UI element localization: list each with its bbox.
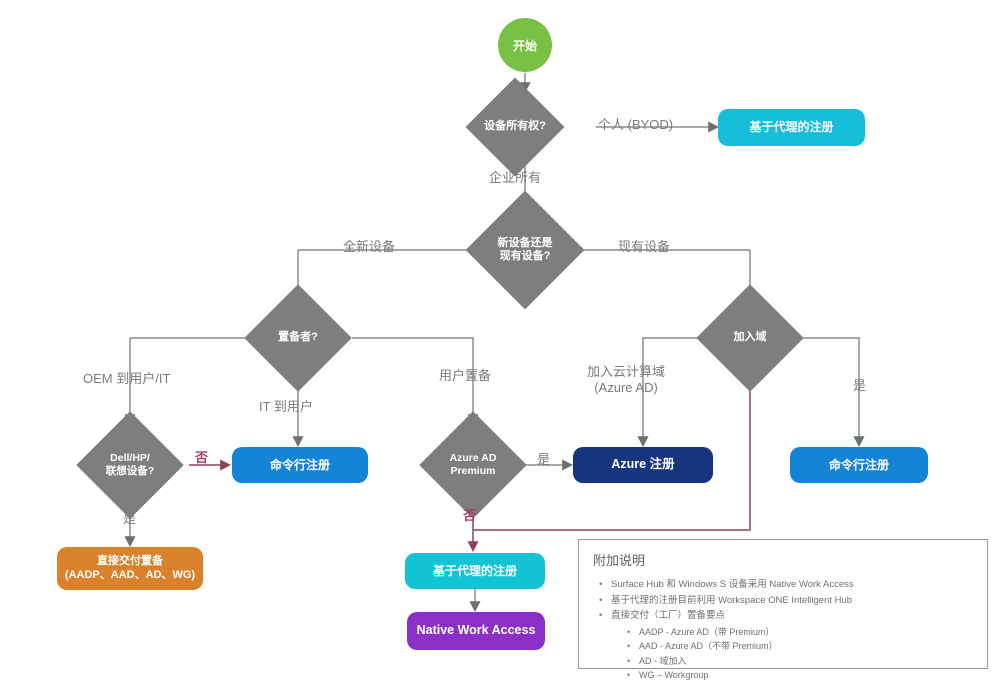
edge-label-yes-azure-ad-premium: 是 — [537, 452, 551, 467]
decision-line-1: Dell/HP/ — [110, 452, 150, 465]
edge-label-existing-device: 现有设备 — [618, 239, 671, 254]
notes-item: Surface Hub 和 Windows S 设备采用 Native Work… — [599, 577, 973, 593]
direct-delivery-line-2: (AADP、AAD、AD、WG) — [64, 568, 196, 581]
node-agent-based-enrollment-top[interactable]: 基于代理的注册 — [718, 109, 865, 146]
decision-dell-hp-lenovo-device[interactable]: Dell/HP/ 联想设备? — [76, 411, 184, 519]
edge-label-yes-domain-join: 是 — [853, 378, 867, 393]
node-command-line-enrollment-right[interactable]: 命令行注册 — [790, 447, 928, 483]
edge-label-join-cloud-domain-line-1: 加入云计算域 — [587, 364, 666, 379]
notes-sublist: AADP - Azure AD（带 Premium） AAD - Azure A… — [611, 625, 973, 683]
decision-new-or-existing-device[interactable]: 新设备还是 现有设备? — [465, 190, 585, 310]
decision-line-2: 联想设备? — [105, 465, 155, 477]
decision-dell-hp-lenovo-label: Dell/HP/ 联想设备? — [92, 452, 168, 477]
node-command-line-enrollment-middle[interactable]: 命令行注册 — [232, 447, 368, 483]
node-agent-based-enrollment-top-label: 基于代理的注册 — [749, 120, 834, 134]
node-agent-based-enrollment-bottom-label: 基于代理的注册 — [432, 563, 517, 578]
notes-item-text: 直接交付（工厂）置备要点 — [611, 610, 726, 622]
decision-azure-ad-premium-label: Azure AD Premium — [435, 452, 511, 477]
edge-label-no-azure-ad-premium: 否 — [463, 508, 477, 523]
notes-heading: 附加说明 — [593, 553, 646, 568]
node-native-work-access[interactable]: Native Work Access — [407, 612, 545, 650]
edge-label-join-cloud-domain-line-2: (Azure AD) — [594, 380, 658, 396]
edge-label-it-to-user: IT 到用户 — [259, 399, 313, 414]
decision-device-ownership[interactable]: 设备所有权? — [465, 77, 565, 177]
notes-subitem: AAD - Azure AD（不带 Premium） — [627, 639, 973, 654]
decision-line-1: Azure AD — [449, 452, 497, 465]
edge-label-brand-new-device: 全新设备 — [343, 239, 396, 254]
notes-subitem: WG – Workgroup — [627, 668, 973, 683]
notes-subitem: AD - 域加入 — [627, 654, 973, 669]
node-direct-delivery-provisioning-label: 直接交付置备 (AADP、AAD、AD、WG) — [65, 555, 195, 583]
edge-label-user-provision: 用户置备 — [439, 368, 492, 383]
node-start[interactable]: 开始 — [498, 18, 552, 72]
node-agent-based-enrollment-bottom[interactable]: 基于代理的注册 — [405, 553, 545, 589]
node-azure-enrollment[interactable]: Azure 注册 — [573, 447, 713, 483]
node-azure-enrollment-label: Azure 注册 — [611, 457, 675, 472]
edge-label-no-dell: 否 — [195, 450, 209, 465]
notes-list: Surface Hub 和 Windows S 设备采用 Native Work… — [593, 577, 973, 683]
decision-device-ownership-label: 设备所有权? — [484, 120, 546, 133]
node-direct-delivery-provisioning[interactable]: 直接交付置备 (AADP、AAD、AD、WG) — [57, 547, 203, 590]
decision-azure-ad-premium[interactable]: Azure AD Premium — [419, 411, 527, 519]
notes-subitem: AADP - Azure AD（带 Premium） — [627, 625, 973, 640]
decision-line-2: 现有设备? — [499, 250, 551, 262]
notes-item: 基于代理的注册目前利用 Workspace ONE Intelligent Hu… — [599, 593, 973, 609]
edge-label-oem-to-user-it: OEM 到用户/IT — [83, 371, 171, 386]
decision-domain-join-label: 加入域 — [733, 331, 767, 344]
node-command-line-enrollment-middle-label: 命令行注册 — [269, 457, 330, 472]
decision-domain-join[interactable]: 加入域 — [696, 284, 804, 392]
decision-provisioner[interactable]: 置备者? — [244, 284, 352, 392]
decision-new-or-existing-device-label: 新设备还是 现有设备? — [483, 237, 567, 263]
node-native-work-access-label: Native Work Access — [416, 623, 536, 638]
edge-label-yes-dell: 是 — [123, 511, 137, 526]
edge-label-personal-byod: 个人 (BYOD) — [598, 117, 674, 132]
node-start-label: 开始 — [512, 38, 537, 53]
edge-label-join-cloud-domain: 加入云计算域 (Azure AD) — [587, 364, 665, 397]
notes-item: 直接交付（工厂）置备要点 AADP - Azure AD（带 Premium） … — [599, 608, 973, 683]
decision-line-1: 新设备还是 — [497, 236, 553, 249]
node-command-line-enrollment-right-label: 命令行注册 — [828, 457, 889, 472]
edge-label-corporate-owned: 企业所有 — [489, 170, 542, 185]
decision-provisioner-label: 置备者? — [278, 331, 318, 344]
decision-line-2: Premium — [450, 465, 496, 477]
direct-delivery-line-1: 直接交付置备 — [97, 554, 163, 567]
additional-notes-panel: 附加说明 Surface Hub 和 Windows S 设备采用 Native… — [578, 539, 988, 683]
